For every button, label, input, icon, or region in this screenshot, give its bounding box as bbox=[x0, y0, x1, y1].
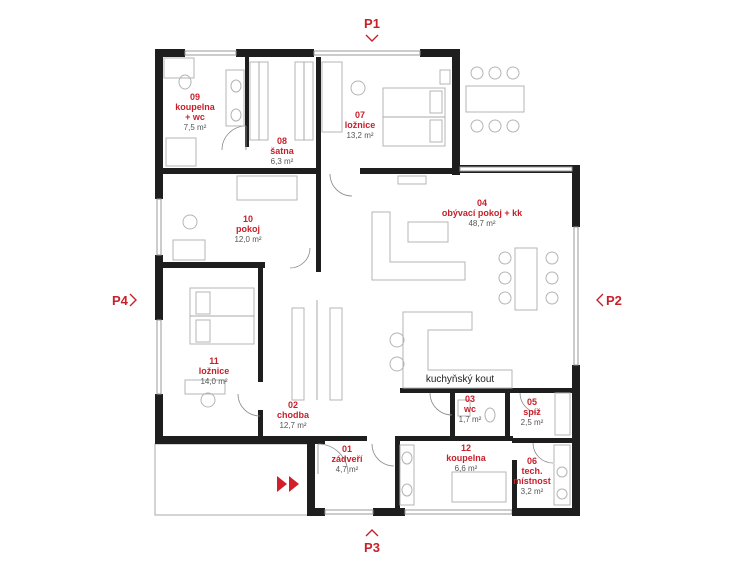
view-marker-p4: P4 bbox=[112, 293, 137, 308]
room-label-02: 02 chodba 12,7 m² bbox=[277, 400, 310, 430]
room-10-name: pokoj bbox=[236, 224, 260, 234]
chevron-right-icon bbox=[129, 293, 137, 307]
chevron-left-icon bbox=[596, 293, 604, 307]
room-label-12: 12 koupelna 6,6 m² bbox=[446, 443, 487, 473]
room-08-name: šatna bbox=[270, 146, 295, 156]
kitchen-label: kuchyňský kout bbox=[426, 374, 495, 385]
room-label-08: 08 šatna 6,3 m² bbox=[270, 136, 295, 166]
wc-03-fixtures bbox=[457, 399, 496, 423]
room-06-name-line1: tech. bbox=[521, 466, 542, 476]
room-09-area: 7,5 m² bbox=[184, 123, 207, 132]
living-room-04-furniture bbox=[371, 175, 559, 311]
tech-06-equipment bbox=[553, 444, 571, 506]
room-01-name: zádveří bbox=[331, 454, 363, 464]
room-label-03: 03 wc 1,7 m² bbox=[459, 394, 482, 424]
room-01-area: 4,7 m² bbox=[336, 465, 359, 474]
room-08-number: 08 bbox=[277, 136, 287, 146]
room-12-area: 6,6 m² bbox=[455, 464, 478, 473]
terrace-paving bbox=[154, 443, 309, 516]
pantry-05-shelves bbox=[554, 392, 571, 436]
room-05-name: spíž bbox=[523, 407, 541, 417]
room-03-area: 1,7 m² bbox=[459, 415, 482, 424]
hallway-02-furniture bbox=[291, 300, 343, 401]
room-01-number: 01 bbox=[342, 444, 352, 454]
room-02-number: 02 bbox=[288, 400, 298, 410]
room-09-name-line1: koupelna bbox=[175, 102, 216, 112]
room-08-area: 6,3 m² bbox=[271, 157, 294, 166]
room-07-area: 13,2 m² bbox=[346, 131, 373, 140]
doors bbox=[221, 125, 554, 475]
room-04-number: 04 bbox=[477, 198, 487, 208]
view-p4-label: P4 bbox=[112, 293, 129, 308]
room-07-number: 07 bbox=[355, 110, 365, 120]
room-05-area: 2,5 m² bbox=[521, 418, 544, 427]
bathroom-09-fixtures bbox=[163, 57, 245, 167]
view-p1-label: P1 bbox=[364, 16, 380, 31]
room-03-name: wc bbox=[463, 404, 476, 414]
bedroom-07-furniture bbox=[321, 61, 451, 147]
bathroom-12-fixtures bbox=[399, 444, 507, 506]
room-label-09: 09 koupelna + wc 7,5 m² bbox=[175, 92, 216, 132]
interior-walls bbox=[155, 57, 580, 516]
outdoor-dining-set bbox=[465, 66, 525, 133]
room-11-number: 11 bbox=[209, 356, 219, 366]
room-label-01: 01 zádveří 4,7 m² bbox=[331, 444, 363, 474]
room-10-area: 12,0 m² bbox=[234, 235, 261, 244]
room-02-area: 12,7 m² bbox=[279, 421, 306, 430]
room-10-furniture bbox=[172, 175, 298, 261]
room-06-name-line2: místnost bbox=[513, 476, 551, 486]
chevron-down-icon bbox=[365, 34, 379, 42]
view-marker-p1: P1 bbox=[364, 16, 380, 42]
bedroom-11-furniture bbox=[184, 287, 255, 408]
view-p2-label: P2 bbox=[606, 293, 622, 308]
wardrobe-08-shelves bbox=[249, 61, 314, 141]
double-chevron-right-icon bbox=[277, 476, 299, 492]
room-12-number: 12 bbox=[461, 443, 471, 453]
view-marker-p3: P3 bbox=[364, 529, 380, 555]
room-label-11: 11 ložnice 14,0 m² bbox=[199, 356, 230, 386]
room-05-number: 05 bbox=[527, 397, 537, 407]
room-06-area: 3,2 m² bbox=[521, 487, 544, 496]
room-04-name: obývací pokoj + kk bbox=[442, 208, 523, 218]
room-09-number: 09 bbox=[190, 92, 200, 102]
room-12-name: koupelna bbox=[446, 453, 487, 463]
view-p3-label: P3 bbox=[364, 540, 380, 555]
chevron-up-icon bbox=[365, 529, 379, 537]
room-11-area: 14,0 m² bbox=[200, 377, 227, 386]
room-label-10: 10 pokoj 12,0 m² bbox=[234, 214, 261, 244]
room-label-07: 07 ložnice 13,2 m² bbox=[345, 110, 376, 140]
room-label-04: 04 obývací pokoj + kk 48,7 m² bbox=[442, 198, 523, 228]
room-11-name: ložnice bbox=[199, 366, 230, 376]
room-07-name: ložnice bbox=[345, 120, 376, 130]
room-06-number: 06 bbox=[527, 456, 537, 466]
room-02-name: chodba bbox=[277, 410, 310, 420]
room-09-name-line2: + wc bbox=[185, 112, 205, 122]
kitchen-counter bbox=[389, 311, 513, 389]
room-label-06: 06 tech. místnost 3,2 m² bbox=[513, 456, 551, 496]
windows bbox=[156, 50, 579, 515]
view-marker-p2: P2 bbox=[596, 293, 622, 308]
room-10-number: 10 bbox=[243, 214, 253, 224]
room-label-05: 05 spíž 2,5 m² bbox=[521, 397, 544, 427]
room-03-number: 03 bbox=[465, 394, 475, 404]
room-04-area: 48,7 m² bbox=[468, 219, 495, 228]
